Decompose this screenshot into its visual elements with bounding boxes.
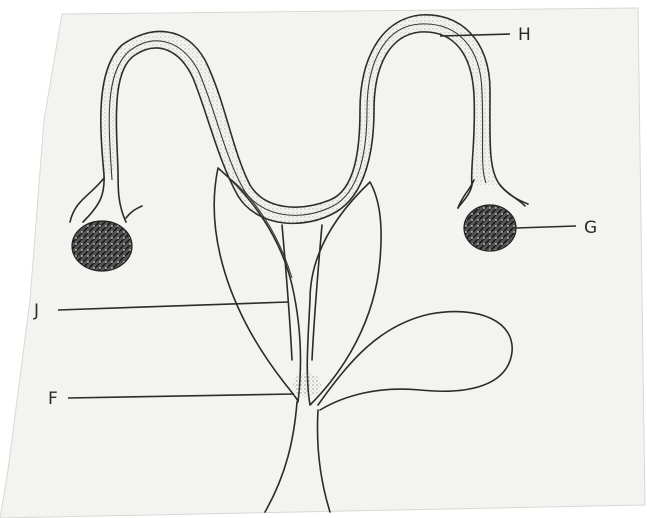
label-f: F: [48, 389, 58, 409]
label-h: H: [518, 25, 531, 45]
right-anther: [464, 205, 516, 251]
label-j: J: [33, 301, 39, 321]
base-stipple: [293, 373, 321, 397]
left-anther: [72, 221, 132, 271]
label-g: G: [584, 218, 597, 238]
